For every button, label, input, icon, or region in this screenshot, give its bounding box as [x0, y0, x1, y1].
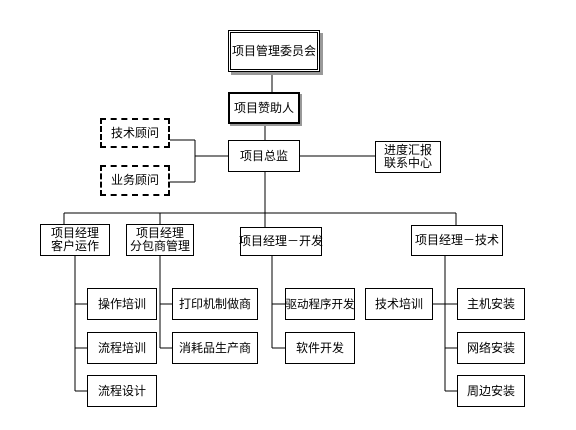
consumables-maker-node: 消耗品生产商 [172, 332, 258, 364]
pm-subcontract-line1: 项目经理 [135, 226, 184, 240]
software-dev-node: 软件开发 [285, 332, 355, 364]
flow-design-node: 流程设计 [87, 375, 157, 407]
director-node: 项目总监 [228, 140, 300, 172]
tech-advisor-node: 技术顾问 [100, 118, 170, 148]
pm-dev-node: 项目经理－开发 [239, 227, 323, 256]
peripheral-install-node: 周边安装 [457, 375, 525, 407]
pm-customer-ops-line2: 客户运作 [50, 239, 99, 253]
host-install-node: 主机安装 [457, 288, 525, 320]
biz-advisor-node: 业务顾问 [100, 165, 170, 196]
progress-report-line2: 联系中心 [383, 156, 432, 170]
tech-training-node: 技术培训 [365, 288, 433, 320]
sponsor-node: 项目赞助人 [228, 92, 300, 124]
pm-subcontract-node: 项目经理 分包商管理 [126, 224, 194, 256]
pm-subcontract-line2: 分包商管理 [129, 239, 190, 253]
op-training-node: 操作培训 [87, 288, 157, 320]
driver-dev-node: 驱动程序开发 [285, 288, 355, 320]
progress-report-node: 进度汇报 联系中心 [375, 141, 441, 173]
committee-node: 项目管理委员会 [228, 30, 320, 72]
printer-maker-node: 打印机制做商 [172, 288, 258, 320]
pm-tech-node: 项目经理－技术 [411, 225, 503, 256]
progress-report-line1: 进度汇报 [383, 143, 432, 157]
flow-training-node: 流程培训 [87, 332, 157, 364]
pm-customer-ops-line1: 项目经理 [50, 226, 99, 240]
network-install-node: 网络安装 [457, 332, 525, 364]
pm-customer-ops-node: 项目经理 客户运作 [40, 224, 110, 256]
